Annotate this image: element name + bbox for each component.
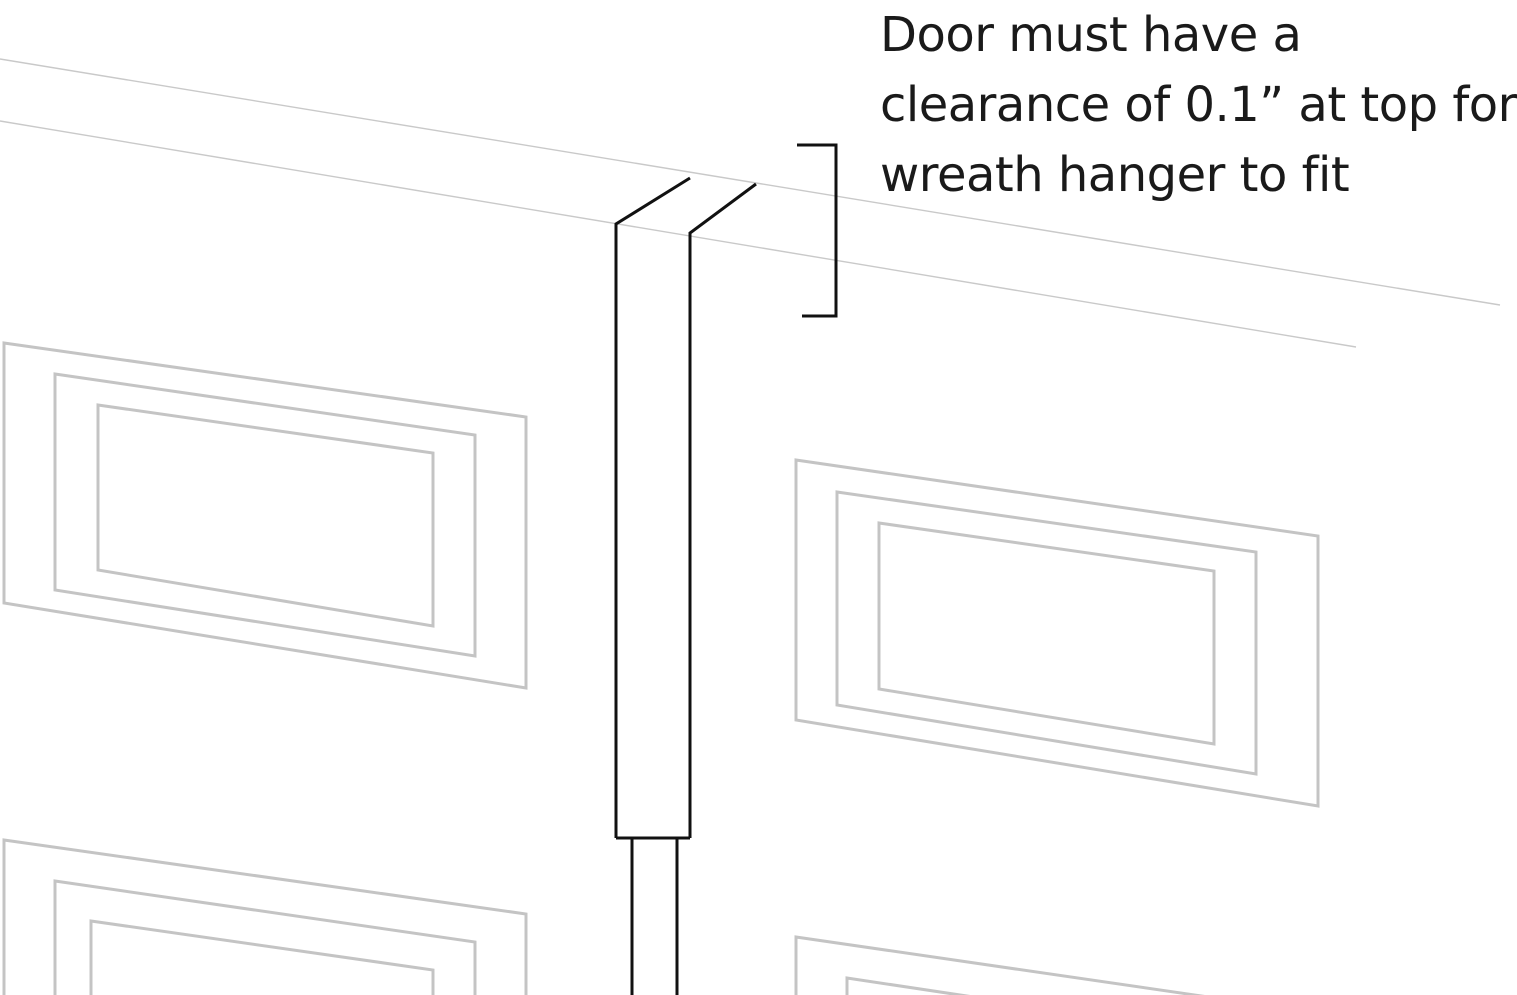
panel-outer-frame (2, 341, 528, 690)
clearance-bracket (797, 143, 838, 318)
panel-inner-frame (89, 919, 435, 995)
panel-middle-frame (53, 372, 477, 658)
wreath-hanger (614, 176, 757, 995)
panel-outer-frame (794, 458, 1320, 808)
clearance-callout: Door must have a clearance of 0.1” at to… (880, 0, 1517, 210)
panel-middle-frame (845, 976, 971, 995)
hanger-hook-left-edge (614, 176, 691, 838)
callout-line-2: clearance of 0.1” at top for (880, 77, 1517, 133)
door-panel-upper-left (2, 341, 528, 690)
panel-outer-frame (794, 935, 1205, 995)
callout-line-3: wreath hanger to fit (880, 147, 1350, 203)
panel-inner-frame (96, 403, 435, 628)
panel-outer-frame (2, 838, 528, 995)
door-panel-lower-left (2, 838, 528, 995)
door-top-edge-outer (0, 58, 1501, 306)
panel-middle-frame (53, 879, 477, 995)
hanger-hook-right-edge (688, 182, 757, 838)
door-panel-upper-right (794, 458, 1320, 808)
panel-inner-frame (877, 521, 1216, 746)
callout-line-1: Door must have a (880, 7, 1302, 63)
panel-middle-frame (835, 490, 1258, 776)
door-top-edge-inner (0, 120, 1357, 348)
door-panel-lower-right (794, 935, 1205, 995)
